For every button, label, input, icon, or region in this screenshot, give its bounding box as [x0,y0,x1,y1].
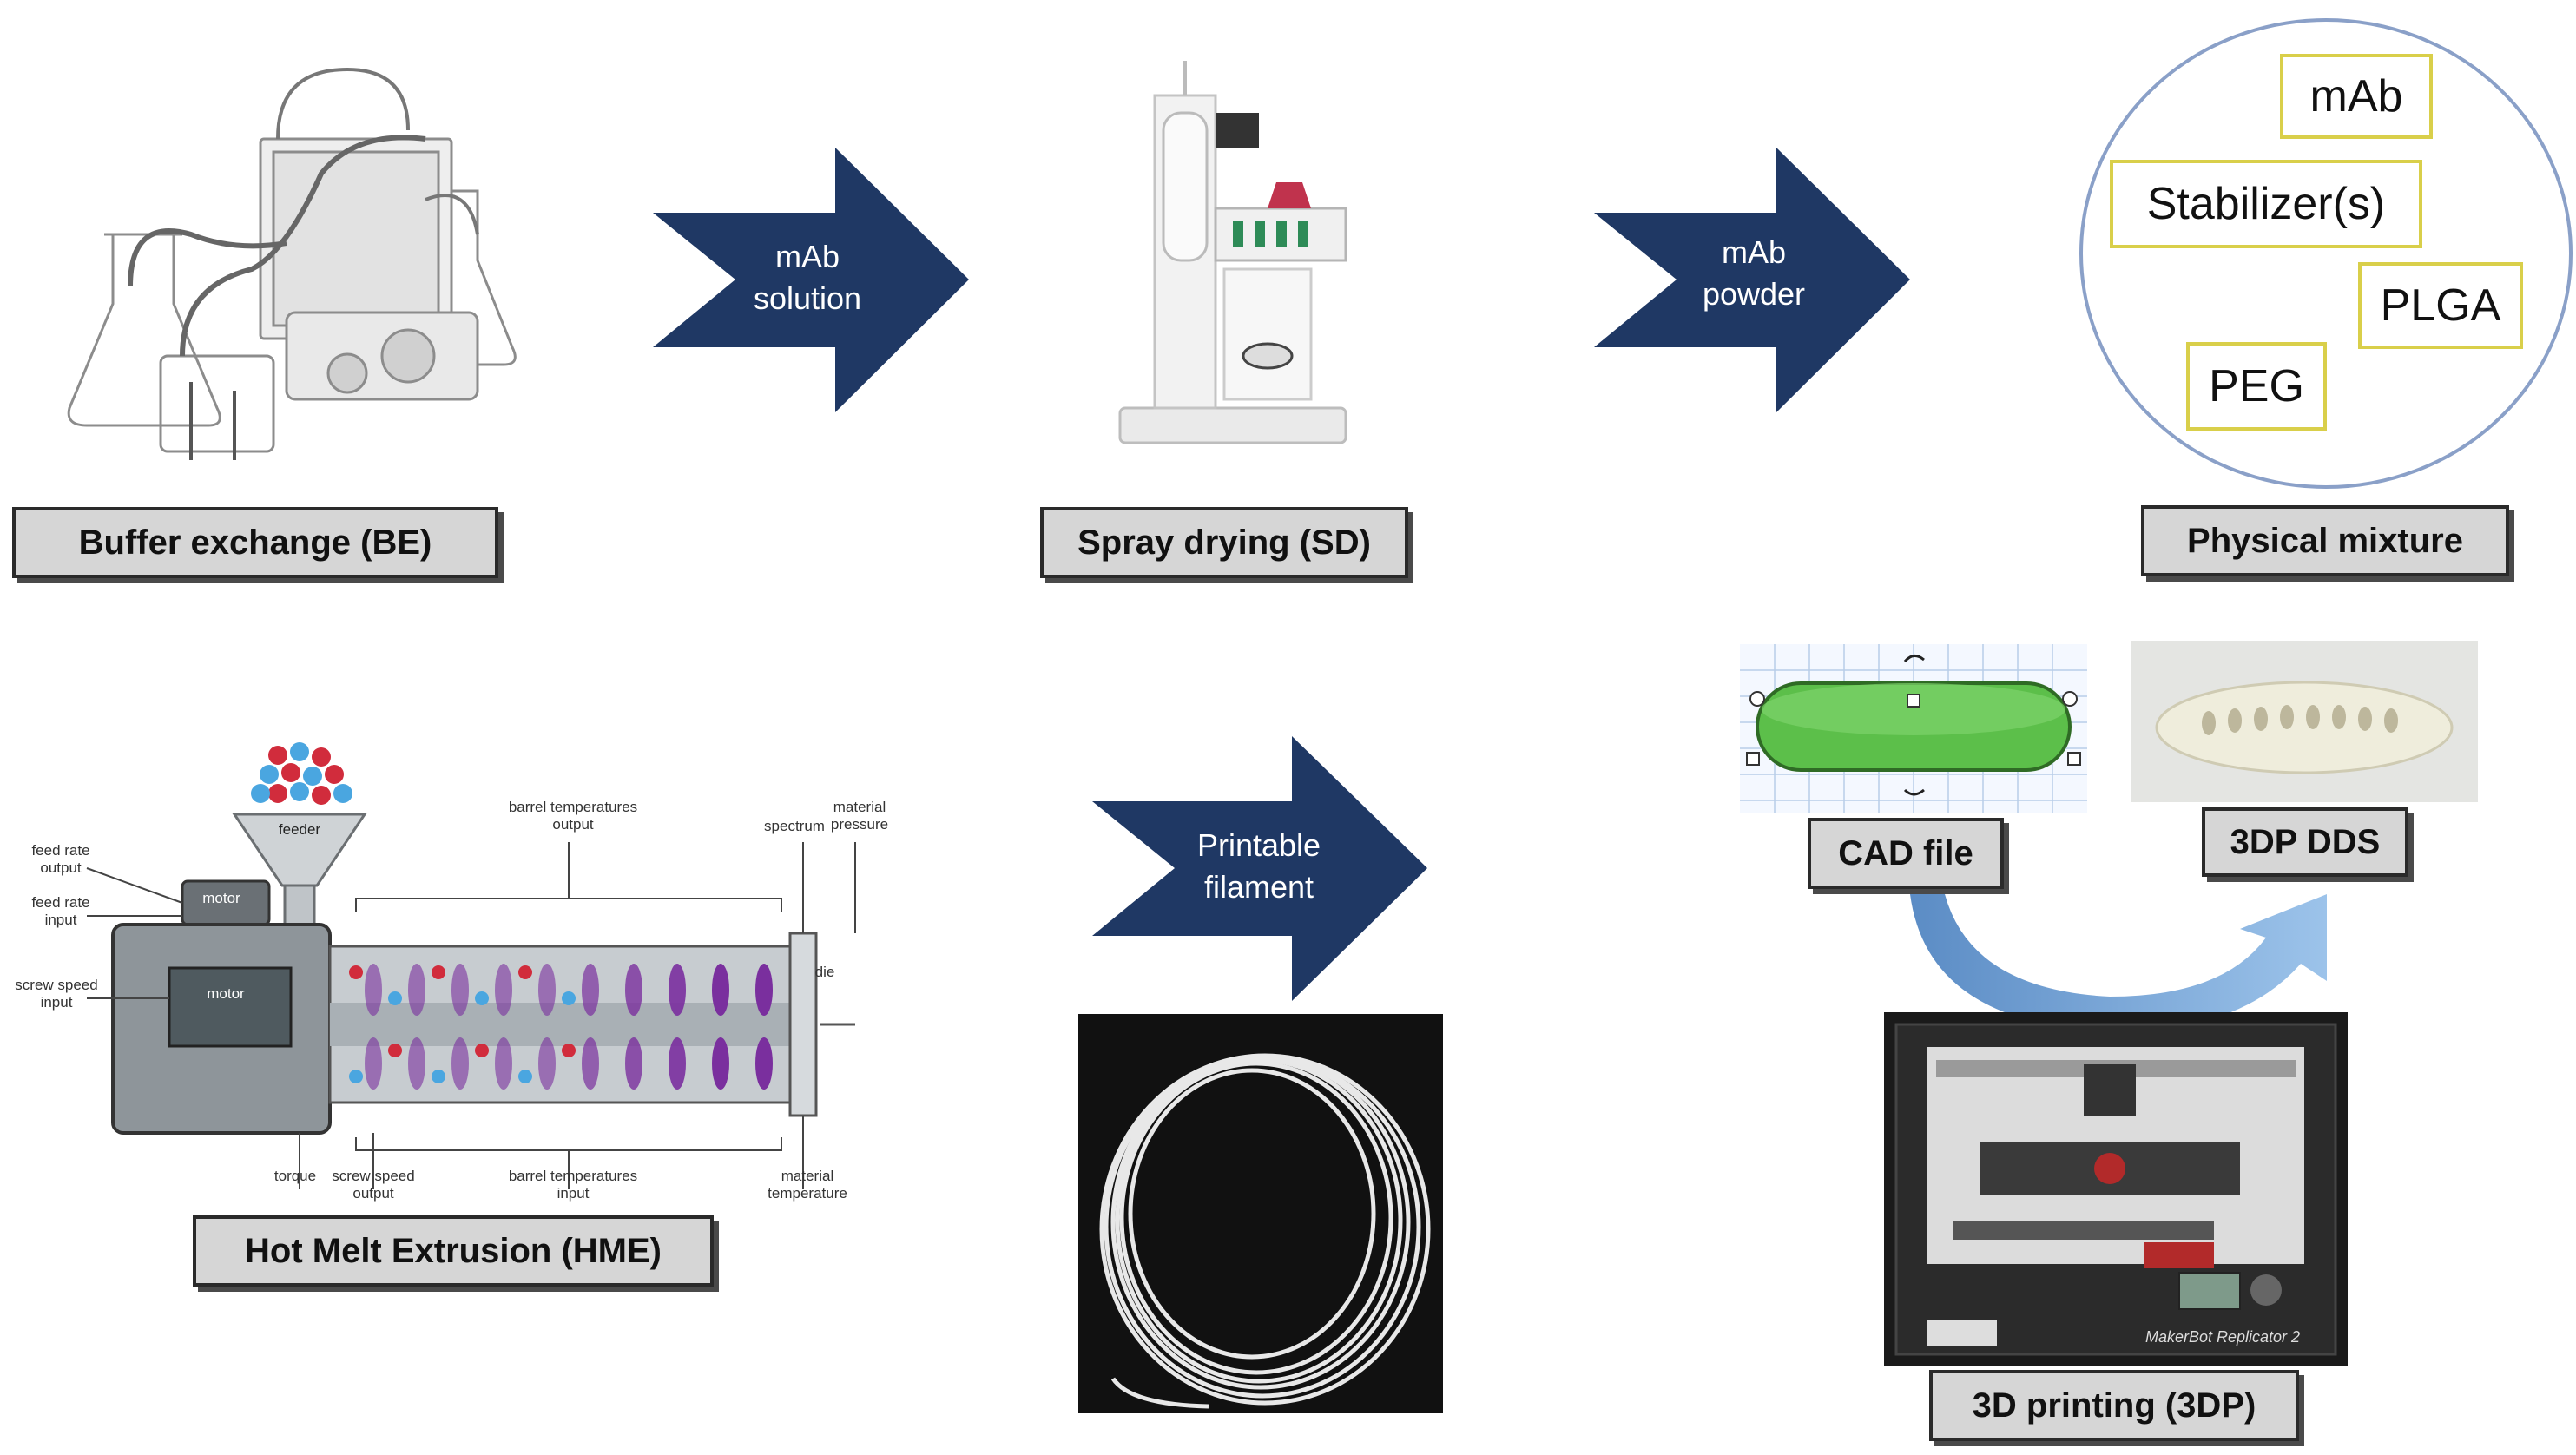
arrow-text-line: powder [1702,276,1806,312]
tag-mab: mAb [2280,54,2433,139]
hme-motor-small-label: motor [202,890,240,906]
hme-die: die [814,964,835,980]
label-hot-melt-extrusion: Hot Melt Extrusion (HME) [193,1215,714,1287]
tiny-line: barrel temperatures [508,1168,638,1184]
label-buffer-exchange: Buffer exchange (BE) [12,507,498,578]
tiny-line: feed rate [31,842,90,859]
label-3dp-dds: 3DP DDS [2202,807,2408,877]
curved-arrow [1910,894,2327,1032]
tiny-line: barrel temperatures [508,799,638,815]
tiny-line: temperature [768,1185,847,1202]
printer-photo [1884,1012,2348,1366]
arrow-printable-filament [1092,736,1427,1001]
printer-brand-text: MakerBot Replicator 2 [2144,1328,2301,1346]
tiny-line: output [552,816,594,833]
arrow-text-line: mAb [1721,234,1787,270]
tiny-line: input [557,1185,590,1202]
arrow-text-line: mAb [774,239,840,274]
tiny-line: input [40,994,73,1011]
filament-photo [1078,1014,1443,1413]
dds-photo [2131,641,2478,802]
arrow-mab-solution [653,148,969,412]
hme-torque: torque [273,1168,317,1184]
hme-motor-main-label: motor [207,985,245,1002]
label-3d-printing: 3D printing (3DP) [1929,1370,2299,1441]
arrow-text-line: solution [753,280,862,316]
hme-spectrum: spectrum [764,818,825,834]
tiny-line: input [44,912,77,928]
tiny-line: screw speed [332,1168,415,1184]
arrow-text-line: Printable [1196,827,1321,863]
tiny-line: output [40,859,82,876]
label-cad-file: CAD file [1808,818,2004,889]
tag-plga: PLGA [2358,262,2523,349]
tiny-line: screw speed [15,977,98,993]
arrow-mab-solution-text: mAb solution [695,226,920,330]
cad-file-image [1740,644,2087,813]
arrow-text-line: filament [1203,869,1314,905]
tag-peg: PEG [2186,342,2327,431]
tiny-line: pressure [830,816,889,833]
label-spray-drying: Spray drying (SD) [1040,507,1408,578]
buffer-exchange-illustration [67,67,517,460]
tiny-line: feed rate [31,894,90,911]
hme-feeder-label: feeder [278,821,321,838]
spray-dryer-illustration [1118,61,1347,444]
tiny-line: material [781,1168,834,1184]
tiny-line: output [352,1185,394,1202]
tag-stabilizer: Stabilizer(s) [2110,160,2422,248]
tiny-line: material [833,799,886,815]
arrow-mab-powder [1594,148,1910,412]
hme-diagram [86,742,856,1189]
arrow-mab-powder-text: mAb powder [1641,221,1867,326]
label-physical-mixture: Physical mixture [2141,505,2509,576]
arrow-printable-filament-text: Printable filament [1146,814,1372,918]
